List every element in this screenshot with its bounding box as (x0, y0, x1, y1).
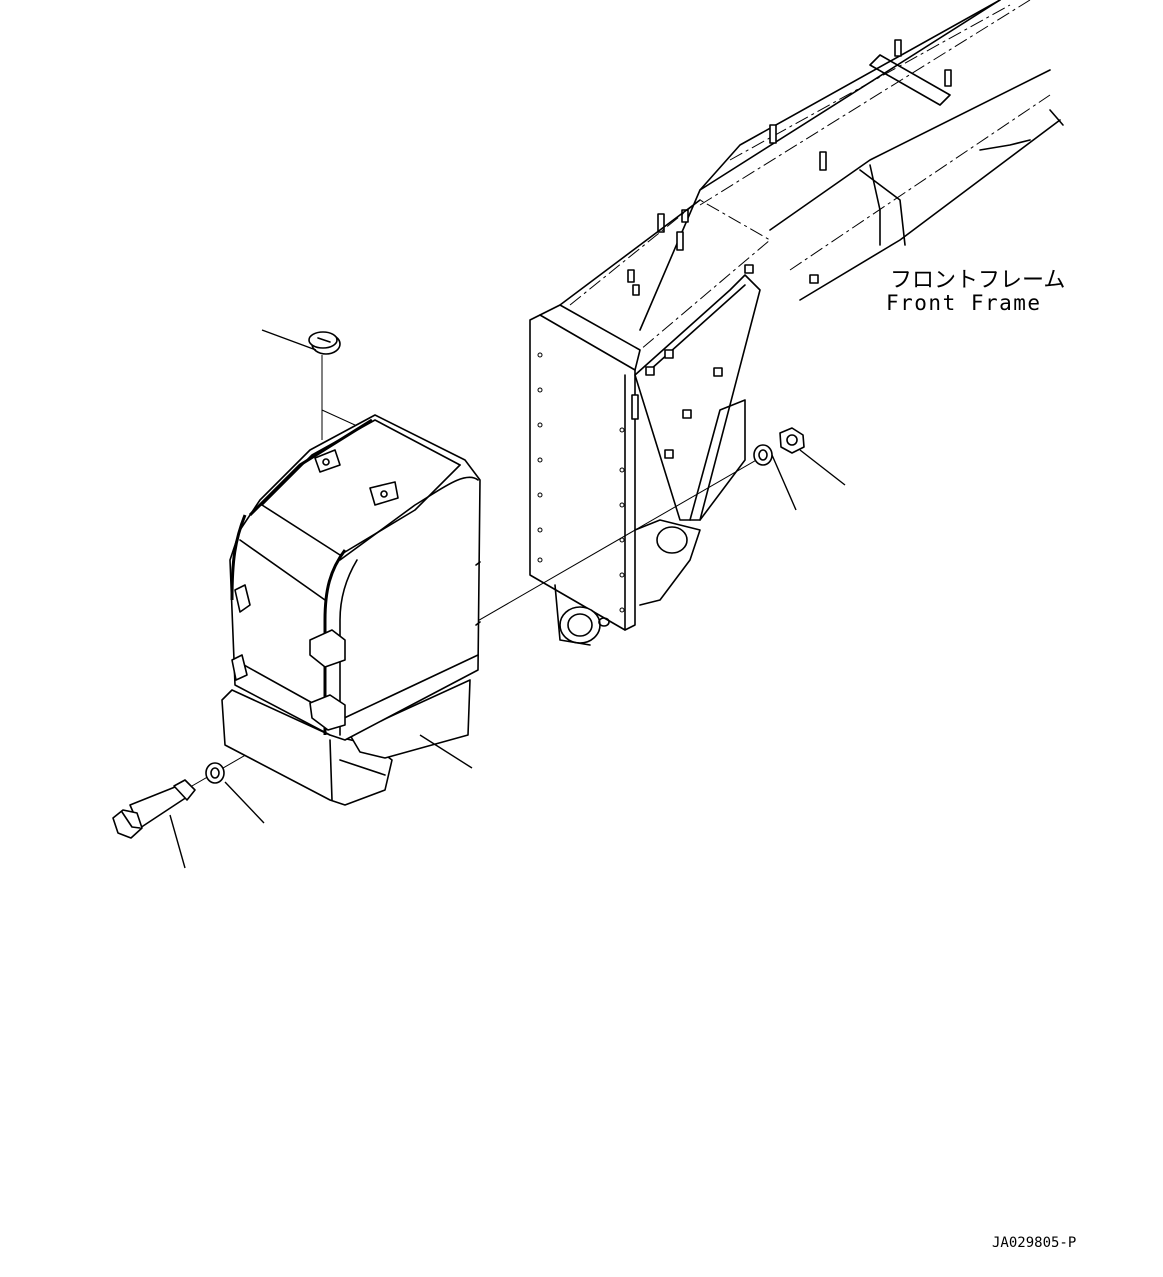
top-pin (308, 331, 341, 355)
front-frame-label-en: Front Frame (886, 291, 1042, 315)
right-nut (779, 427, 805, 454)
side-plate-holes (537, 352, 625, 613)
left-bolt (112, 779, 196, 839)
frame-bolts (631, 264, 819, 459)
leader-lines (169, 329, 846, 869)
frame-studs (627, 39, 952, 296)
right-washer (753, 444, 773, 466)
drawing-number: JA029805-P (992, 1235, 1076, 1251)
front-frame-label-jp: フロントフレーム (890, 268, 1065, 293)
counterweight-block (221, 414, 481, 806)
front-frame (529, 0, 1064, 646)
left-washer (205, 762, 225, 784)
